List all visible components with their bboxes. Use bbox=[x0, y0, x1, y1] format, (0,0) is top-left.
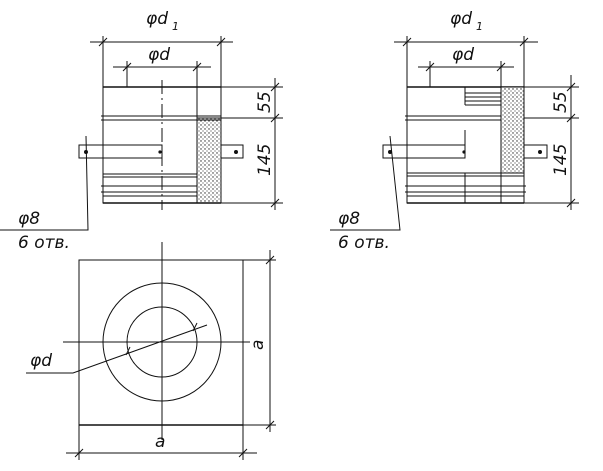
height-55-label: 55 bbox=[551, 91, 571, 113]
hole-diameter-label: φ8 bbox=[18, 209, 40, 229]
left-bracket bbox=[382, 144, 466, 159]
right-bracket bbox=[523, 144, 548, 159]
insulation-layer bbox=[196, 117, 222, 204]
right-elevation-view: φd 1 φd 55 145 φ8 6 отв. bbox=[330, 9, 579, 253]
left-bracket bbox=[78, 144, 163, 159]
hole-count-label: 6 отв. bbox=[18, 233, 70, 253]
height-145-label: 145 bbox=[551, 144, 571, 176]
plan-diameter-label: φd bbox=[30, 351, 52, 371]
side-a-bottom-label: a bbox=[155, 432, 165, 452]
outer-diameter-label: φd bbox=[146, 9, 168, 29]
outer-diameter-subscript: 1 bbox=[172, 20, 179, 33]
height-145-label: 145 bbox=[255, 144, 275, 176]
hole-diameter-label: φ8 bbox=[338, 209, 360, 229]
side-a-right-label: a bbox=[248, 340, 268, 350]
outer-diameter-subscript: 1 bbox=[476, 20, 483, 33]
insulation-layer bbox=[500, 86, 525, 174]
hole-count-label: 6 отв. bbox=[338, 233, 390, 253]
left-elevation-view: φd 1 φd 55 145 φ8 6 отв. bbox=[0, 9, 283, 253]
inner-diameter-label: φd bbox=[148, 45, 170, 65]
plan-view: φd a a bbox=[26, 242, 276, 460]
right-bracket bbox=[220, 144, 244, 159]
outer-diameter-label: φd bbox=[450, 9, 472, 29]
inner-diameter-label: φd bbox=[452, 45, 474, 65]
height-55-label: 55 bbox=[255, 91, 275, 113]
